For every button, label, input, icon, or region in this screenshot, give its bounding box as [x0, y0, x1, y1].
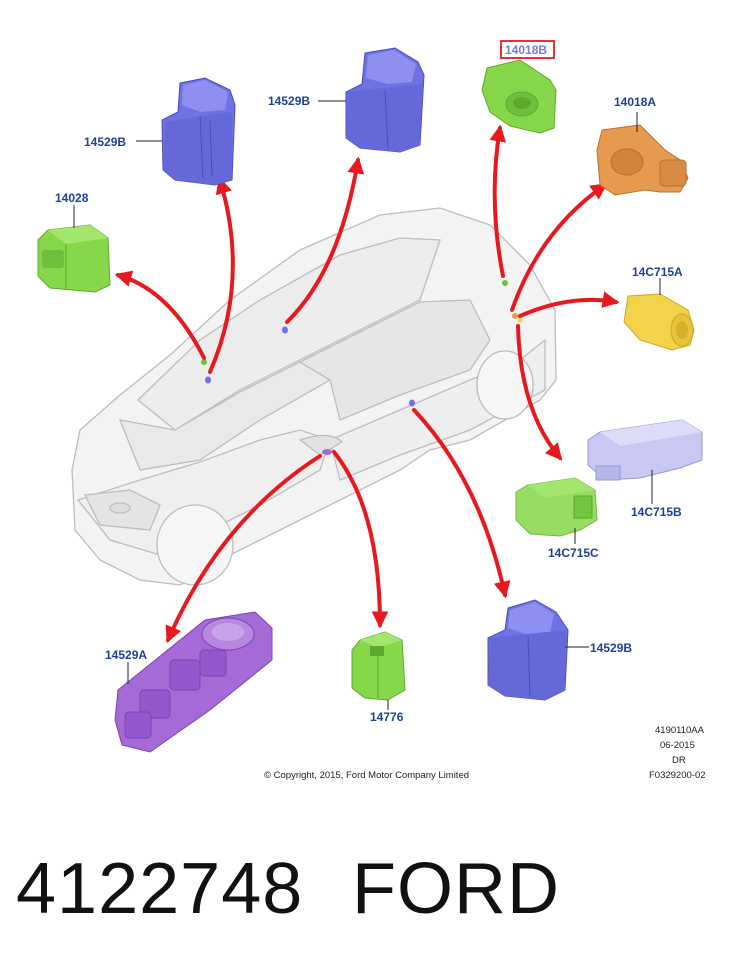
label-14529b-left: 14529B — [84, 135, 126, 149]
drawing-date: 06-2015 — [660, 740, 695, 751]
label-14018a: 14018A — [614, 95, 656, 109]
parts-diagram: 14529B 14529B 14018B 14018A 14028 14C715 — [37, 40, 706, 781]
label-14c715b: 14C715B — [631, 505, 682, 519]
arrow-to-14028 — [114, 270, 206, 360]
switch-14018a — [596, 124, 689, 196]
label-14028: 14028 — [55, 191, 89, 205]
switch-14c715b — [587, 419, 703, 481]
brand-name: FORD — [352, 849, 560, 929]
switch-14028 — [37, 224, 111, 293]
arrow-to-14776 — [332, 450, 389, 629]
arrow-to-14018b — [489, 124, 507, 278]
label-14776: 14776 — [370, 710, 404, 724]
arrow-to-14529b-door — [412, 408, 511, 599]
figure-number: F0329200-02 — [649, 770, 706, 781]
window-switch-14529a — [114, 611, 273, 753]
highlight-box-14018b — [500, 40, 555, 59]
window-switch-14529b-door — [487, 599, 569, 701]
label-14529b-door: 14529B — [590, 641, 632, 655]
window-switch-14529b-roof — [345, 47, 425, 153]
vehicle-illustration — [71, 207, 557, 586]
window-switch-14529b-left — [161, 77, 236, 186]
arrow-to-14c715a — [518, 291, 620, 318]
callout-arrows — [114, 124, 620, 644]
arrow-to-14529a — [165, 454, 322, 644]
arrow-to-14529b-roof — [285, 156, 365, 324]
label-14018b: 14018B — [505, 43, 547, 57]
copyright-text: © Copyright, 2015, Ford Motor Company Li… — [264, 770, 469, 781]
label-14c715a: 14C715A — [632, 265, 683, 279]
label-14529b-roof: 14529B — [268, 94, 310, 108]
switch-14c715c — [515, 477, 598, 537]
part-number: 4122748 — [16, 849, 304, 929]
arrow-to-14529b-left — [208, 176, 235, 374]
arrow-to-14c715c — [516, 324, 563, 461]
drawing-code: 4190110AA — [655, 725, 705, 736]
switch-14776 — [351, 631, 406, 701]
switch-14018b — [481, 59, 557, 134]
drawing-dr: DR — [672, 755, 686, 766]
label-14c715c: 14C715C — [548, 546, 599, 560]
arrow-to-14018a — [510, 183, 608, 312]
location-markers — [201, 280, 523, 455]
label-14529a: 14529A — [105, 648, 147, 662]
switch-14c715a — [623, 293, 695, 351]
